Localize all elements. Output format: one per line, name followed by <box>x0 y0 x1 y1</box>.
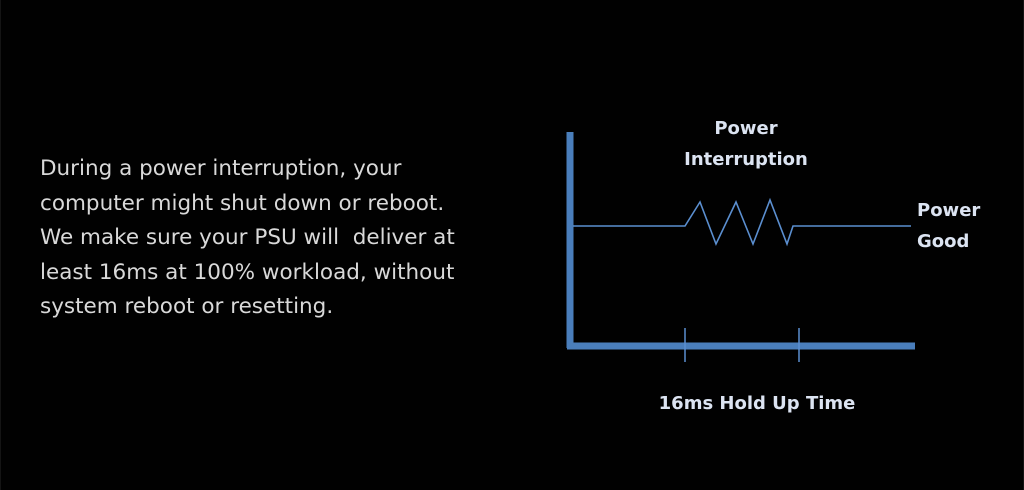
description-line: We make sure your PSU will deliver at <box>40 225 455 250</box>
power-interruption-label-line1: Power <box>714 118 777 139</box>
power-good-label-line2: Good <box>917 231 969 252</box>
power-good-label-line1: Power <box>917 200 980 221</box>
description-text: During a power interruption, your comput… <box>40 152 520 325</box>
left-edge <box>0 0 1 490</box>
description-line: system reboot or resetting. <box>40 294 334 319</box>
power-interruption-label-line2: Interruption <box>684 149 808 170</box>
hold-up-time-label: 16ms Hold Up Time <box>659 393 856 414</box>
description-line: least 16ms at 100% workload, without <box>40 259 455 285</box>
power-signal-line <box>573 197 911 247</box>
description-line: computer might shut down or reboot. <box>40 190 445 216</box>
description-line: During a power interruption, your <box>40 156 402 181</box>
